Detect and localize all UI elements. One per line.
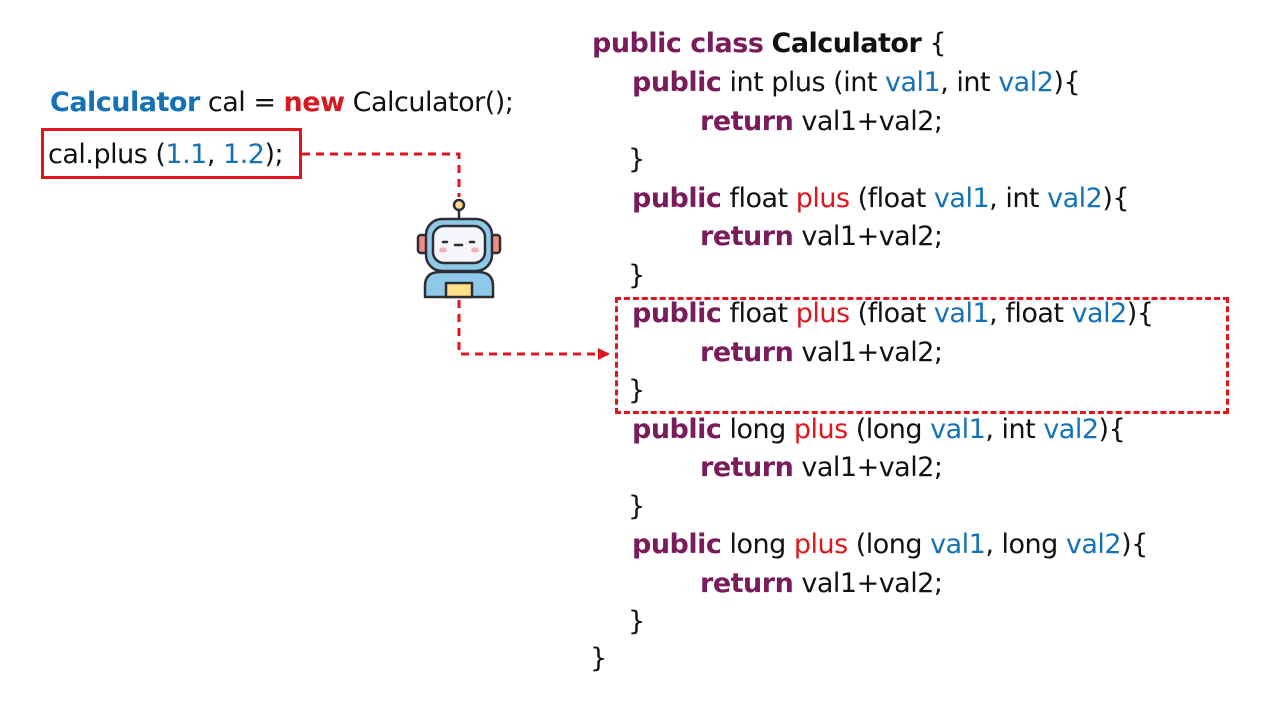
param-1-type: float <box>867 182 934 214</box>
param-separator: , <box>989 182 1006 214</box>
return-keyword: return <box>700 336 794 368</box>
method-signature: public float plus (float val1, float val… <box>632 295 1154 333</box>
method-sig-end: ){ <box>1098 413 1126 445</box>
return-expression: val1+val2; <box>793 336 943 368</box>
return-expression: val1+val2; <box>793 105 943 137</box>
param-separator: , <box>989 298 1006 329</box>
method-public-keyword: public <box>632 67 722 98</box>
return-keyword: return <box>700 221 794 252</box>
param-2-name: val2 <box>1047 182 1103 214</box>
method-name: plus <box>763 67 826 98</box>
caller-declaration-rest: cal = <box>199 87 284 118</box>
return-expression: val1+val2; <box>793 452 943 483</box>
method-signature: public long plus (long val1, long val2){ <box>632 526 1148 564</box>
param-2-type: int <box>1005 182 1048 214</box>
method-return-type: int <box>721 67 764 98</box>
method-signature: public long plus (long val1, int val2){ <box>632 411 1126 449</box>
method-body: return val1+val2; <box>700 449 943 487</box>
method-body: return val1+val2; <box>700 218 943 256</box>
method-public-keyword: public <box>632 298 722 329</box>
method-close-brace: } <box>628 375 645 406</box>
method-close-brace: } <box>628 259 645 291</box>
method-name: plus <box>785 413 848 445</box>
method-return-type: float <box>721 182 788 214</box>
method-name: plus <box>787 182 850 214</box>
class-name: Calculator <box>771 28 922 59</box>
selected-method-box <box>615 297 1229 414</box>
method-close-brace: } <box>628 490 645 522</box>
method-open-paren: ( <box>825 67 844 98</box>
param-1-name: val1 <box>933 298 990 329</box>
param-2-type: long <box>1001 529 1066 560</box>
param-separator: , <box>985 529 1002 560</box>
param-1-type: long <box>865 413 931 445</box>
param-1-name: val1 <box>930 529 986 560</box>
new-keyword: new <box>283 87 345 118</box>
method-body: return val1+val2; <box>700 565 943 603</box>
class-open-brace: { <box>921 28 947 59</box>
call-suffix: ); <box>264 139 284 170</box>
method-call: cal.plus (1.1, 1.2); <box>48 136 284 174</box>
param-2-type: int <box>1001 413 1044 445</box>
method-sig-end: ){ <box>1121 529 1148 560</box>
method-open-paren: ( <box>847 413 867 445</box>
call-prefix: cal.plus ( <box>48 139 166 170</box>
method-signature: public int plus (int val1, int val2){ <box>632 64 1081 102</box>
method-return-type: float <box>721 298 788 329</box>
robot-icon <box>416 198 502 299</box>
param-2-name: val2 <box>998 67 1054 98</box>
method-sig-end: ){ <box>1126 298 1154 329</box>
method-public-keyword: public <box>632 529 722 560</box>
param-separator: , <box>940 67 957 98</box>
return-expression: val1+val2; <box>793 221 943 252</box>
param-1-name: val1 <box>933 182 990 214</box>
method-return-type: long <box>721 529 786 560</box>
constructor-call: Calculator(); <box>344 87 514 118</box>
dispatch-connector-line <box>302 152 461 197</box>
class-header: public class Calculator { <box>592 25 947 63</box>
param-1-type: float <box>867 298 934 329</box>
method-open-paren: ( <box>849 182 869 214</box>
method-body: return val1+val2; <box>700 103 943 141</box>
method-close-brace: } <box>628 144 645 175</box>
param-1-type: int <box>843 67 886 98</box>
call-arg-2: 1.2 <box>223 139 265 170</box>
class-close-brace: } <box>590 643 607 674</box>
call-comma: , <box>206 139 224 170</box>
method-public-keyword: public <box>632 413 722 445</box>
caller-declaration: Calculator cal = new Calculator(); <box>50 84 514 122</box>
return-keyword: return <box>700 567 794 599</box>
method-public-keyword: public <box>632 182 722 214</box>
method-sig-end: ){ <box>1102 182 1130 214</box>
call-arg-1: 1.1 <box>165 139 207 170</box>
return-keyword: return <box>700 452 794 483</box>
method-name: plus <box>787 298 850 329</box>
param-1-name: val1 <box>885 67 941 98</box>
method-open-paren: ( <box>847 529 867 560</box>
method-body: return val1+val2; <box>700 334 943 372</box>
return-keyword: return <box>700 105 794 137</box>
method-close-brace: } <box>628 606 645 637</box>
class-header-keyword: public class <box>592 28 764 59</box>
method-sig-end: ){ <box>1053 67 1081 98</box>
param-2-type: int <box>956 67 999 98</box>
param-2-name: val2 <box>1043 413 1099 445</box>
dispatch-arrow <box>457 300 610 360</box>
param-1-name: val1 <box>930 413 986 445</box>
caller-type-name: Calculator <box>50 87 200 118</box>
return-expression: val1+val2; <box>793 567 943 599</box>
method-open-paren: ( <box>849 298 869 329</box>
call-highlight-box <box>41 128 302 179</box>
param-separator: , <box>985 413 1002 445</box>
param-2-type: float <box>1005 298 1072 329</box>
param-2-name: val2 <box>1065 529 1122 560</box>
param-2-name: val2 <box>1071 298 1128 329</box>
method-signature: public float plus (float val1, int val2)… <box>632 180 1130 218</box>
method-name: plus <box>785 529 848 560</box>
method-return-type: long <box>721 413 786 445</box>
param-1-type: long <box>865 529 931 560</box>
